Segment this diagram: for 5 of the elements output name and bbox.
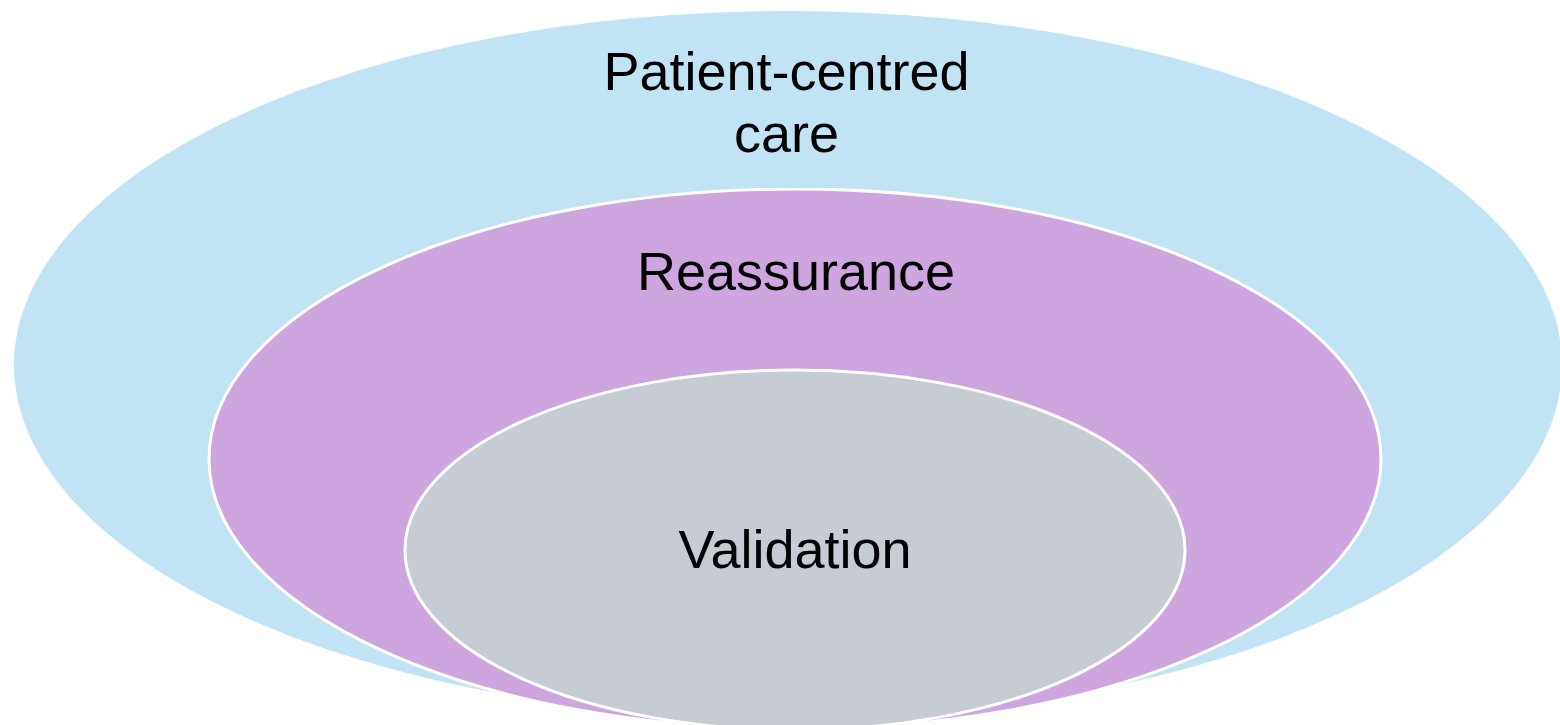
ellipse-region [207, 188, 1385, 725]
ellipse-region [403, 368, 1187, 725]
region-label: Reassurance [635, 240, 957, 302]
region-label: Validation [677, 518, 913, 580]
region-label: Patient-centred care [602, 40, 971, 164]
